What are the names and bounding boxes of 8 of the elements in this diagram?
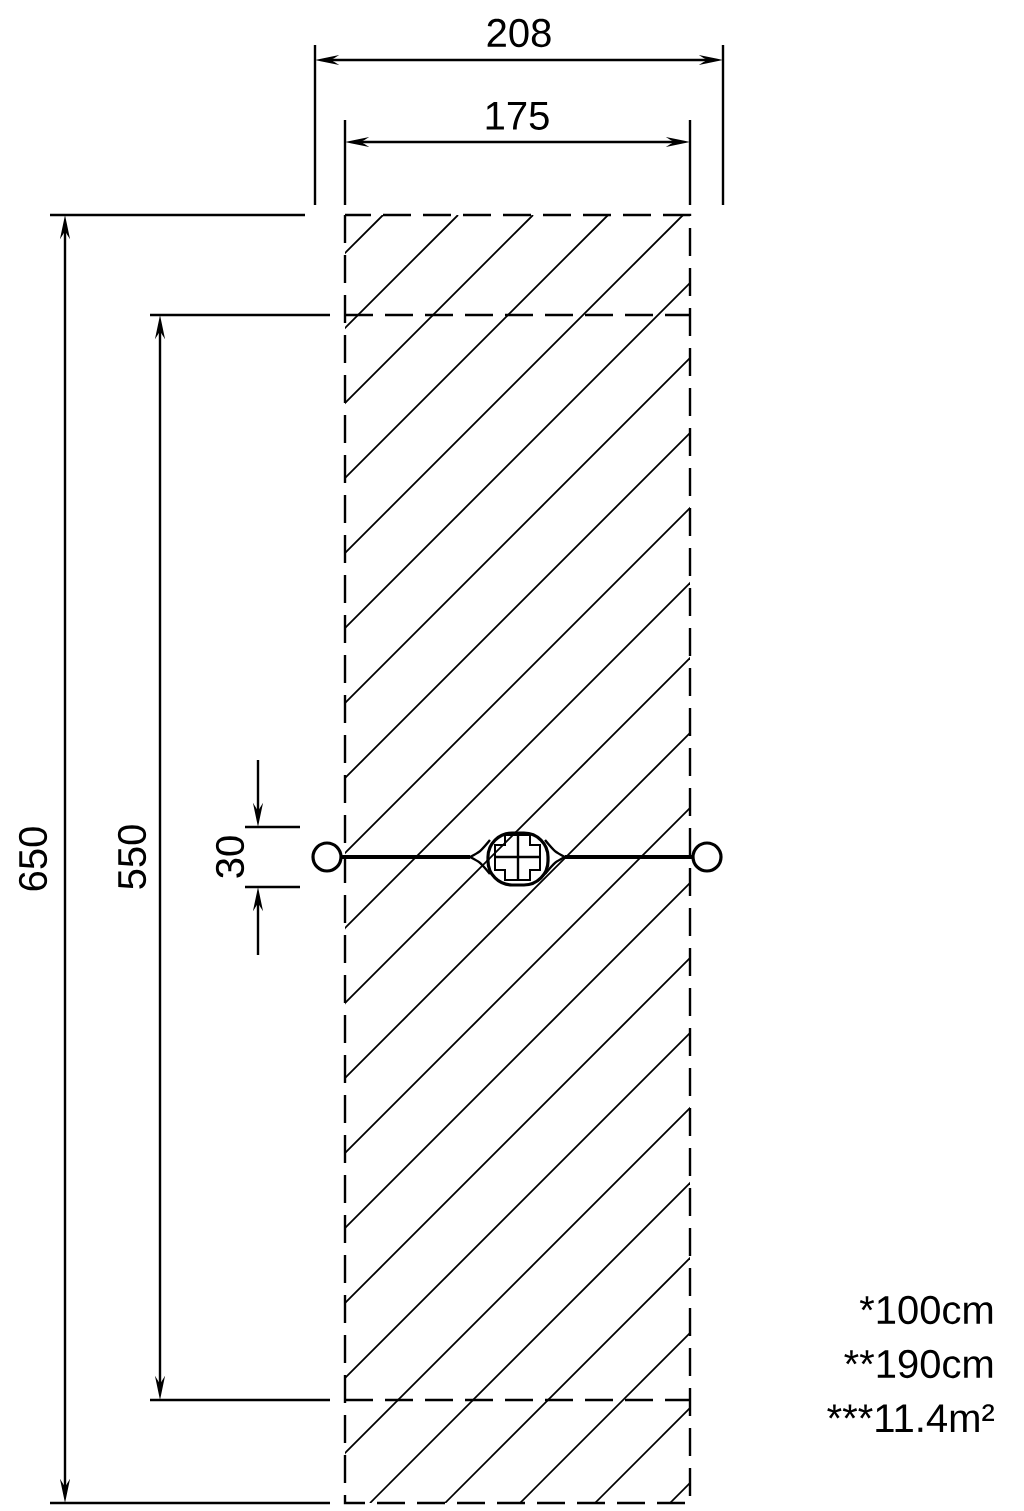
note-text: ***11.4m² xyxy=(827,1404,994,1432)
dimension-text: 650 xyxy=(18,827,48,891)
dimension-text: 208 xyxy=(487,18,551,48)
note-text: *100cm xyxy=(859,1295,993,1325)
dimension-text: 175 xyxy=(486,102,549,130)
dimension-text: 550 xyxy=(117,825,147,889)
dimension-text: 30 xyxy=(215,836,245,878)
note-text: **190cm xyxy=(844,1349,993,1379)
